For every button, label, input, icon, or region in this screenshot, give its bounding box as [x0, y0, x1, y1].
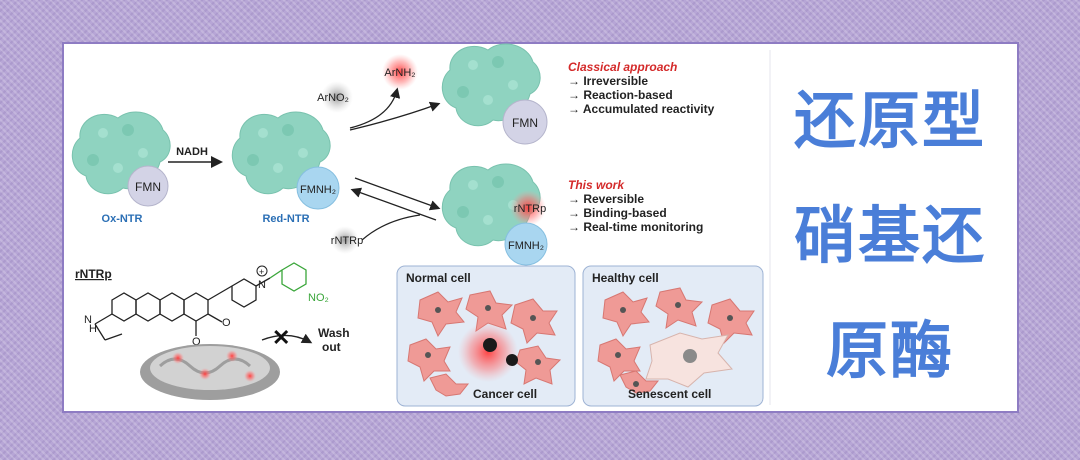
normal-nuclei — [425, 305, 541, 365]
mitochondrion-inner — [150, 346, 270, 390]
senescent-cell-label: Senescent cell — [628, 387, 711, 401]
cancer-cell-label: Cancer cell — [473, 387, 537, 401]
release-arrow — [350, 187, 437, 221]
bound-probe-glow — [510, 190, 546, 226]
arno2-glow — [321, 81, 353, 113]
wash-arrow — [261, 333, 313, 344]
nitro-group: NO₂ — [308, 292, 329, 304]
healthy-cells — [597, 287, 755, 394]
classical-fmn — [502, 99, 548, 145]
probe-title: rNTRp — [75, 267, 112, 281]
red-ntr-label: Red-NTR — [262, 213, 309, 225]
block-x-icon: ✕ — [272, 325, 290, 350]
pyridinium-n: N — [258, 279, 266, 291]
arnh2-glow — [382, 54, 418, 90]
senescent-nucleus — [683, 349, 697, 363]
fmn-cofactor — [127, 165, 169, 207]
this-work-fmnh2-label: FMNH₂ — [508, 240, 544, 252]
ox-ntr-label: Ox-NTR — [102, 213, 143, 225]
bound-rntrp-label: rNTRp — [514, 203, 546, 215]
this-work-heading: This work — [568, 178, 625, 192]
this-work-item: → Binding-based — [568, 206, 667, 220]
classical-item: → Accumulated reactivity — [568, 102, 715, 116]
binding-arrow — [354, 177, 441, 211]
classical-item: → Reaction-based — [568, 88, 673, 102]
ring-o: O — [192, 336, 201, 348]
probe-dot — [199, 368, 211, 380]
normal-panel-title: Normal cell — [406, 271, 471, 285]
title-line-2: 硝基还 — [793, 199, 986, 272]
positive-charge — [256, 265, 268, 277]
out-label: out — [322, 340, 341, 354]
this-work-item: → Reversible — [568, 192, 644, 206]
classical-arrow — [349, 101, 441, 131]
title-line-1: 还原型 — [793, 84, 986, 157]
nadh-label: NADH — [176, 146, 208, 158]
carbonyl-o: O — [222, 317, 231, 329]
probe-structure — [94, 262, 307, 341]
probe-dot — [226, 350, 238, 362]
this-work-item: → Real-time monitoring — [568, 220, 703, 234]
this-work-fmnh2 — [504, 222, 548, 266]
probe-dot — [244, 370, 256, 382]
healthy-nuclei — [615, 302, 733, 387]
arnh2-label: ArNH₂ — [384, 67, 415, 79]
wash-label: Wash — [318, 326, 350, 340]
chinese-title: 还原型 硝基还 原酶 — [775, 60, 1005, 400]
classical-item: → Irreversible — [568, 74, 648, 88]
rntrp-label: rNTRp — [331, 235, 363, 247]
arno2-label: ArNO₂ — [317, 92, 349, 104]
fmn-label: FMN — [135, 180, 161, 194]
product-arrow — [349, 87, 401, 129]
rntrp-glow — [331, 226, 359, 254]
cancer-nucleus — [483, 338, 497, 352]
rntrp-input-arrow — [361, 214, 421, 241]
healthy-panel-title: Healthy cell — [592, 271, 659, 285]
plus-sign: + — [259, 267, 264, 277]
probe-dot — [172, 352, 184, 364]
title-line-3: 原酶 — [825, 314, 954, 387]
nh-h: H — [89, 323, 97, 335]
cancer-nucleus — [506, 354, 518, 366]
fmnh2-cofactor — [296, 166, 340, 210]
fmnh2-label: FMNH₂ — [300, 184, 336, 196]
cancer-cell-glow — [458, 322, 518, 382]
nh-atom: N — [84, 314, 92, 326]
classical-heading: Classical approach — [568, 60, 677, 74]
classical-fmn-label: FMN — [512, 116, 538, 130]
